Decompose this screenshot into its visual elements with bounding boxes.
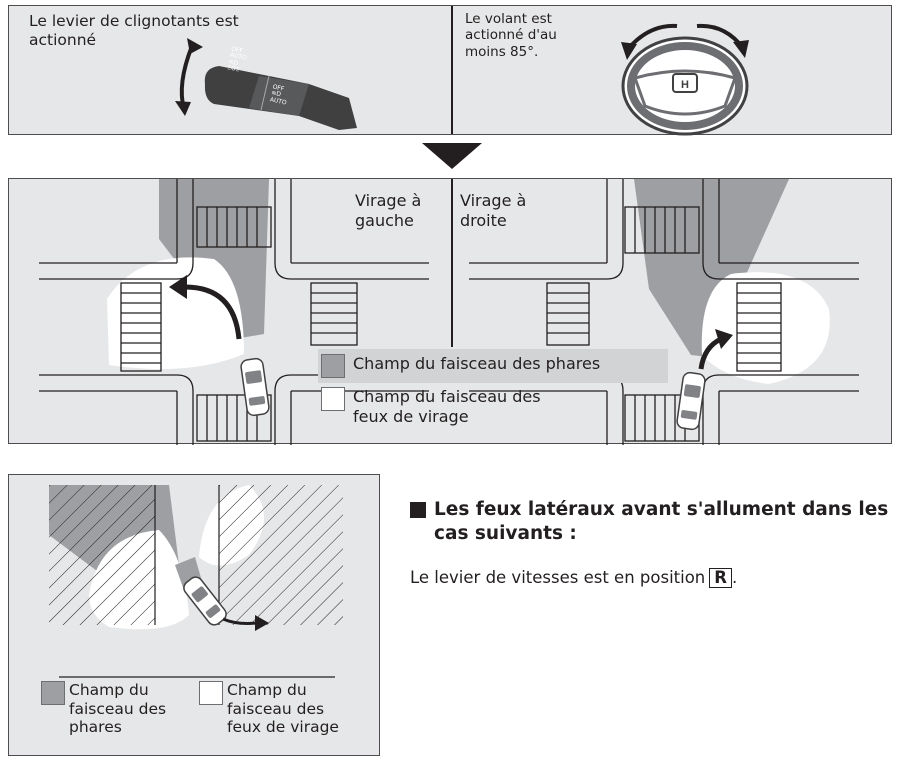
svg-text:H: H — [681, 79, 689, 91]
headlight-swatch — [321, 354, 345, 378]
bottom-legend-cornering-text: Champ du faisceau des feux de virage — [227, 681, 339, 737]
left-turn-arrow — [184, 284, 242, 340]
lever-up-arrow — [179, 45, 194, 110]
bottom-legend-headlight-text: Champ du faisceau des phares — [69, 681, 167, 737]
turn-signal-lever-icon — [204, 66, 357, 130]
heading-square-icon — [410, 502, 426, 519]
left-cornering-field — [107, 257, 244, 370]
bottom-cornering-swatch — [199, 681, 223, 705]
right-cornering-field — [701, 272, 830, 384]
intersection-illustration — [39, 179, 859, 445]
right-turn-label: Virage à droite — [460, 191, 527, 230]
legend-cornering-text: Champ du faisceau des feux de virage — [353, 387, 541, 426]
legend-cornering-field: Champ du faisceau des feux de virage — [321, 387, 541, 426]
reverse-lamp-panel: Champ du faisceau des phares Champ du fa… — [8, 474, 380, 756]
flow-down-arrow-icon — [422, 143, 482, 169]
steering-condition-text: Le volant est actionné d'au moins 85°. — [465, 11, 557, 60]
reverse-key-icon: R — [709, 568, 732, 589]
signal-conditions-illustration: H — [175, 6, 749, 136]
reversing-car-icon — [183, 576, 227, 626]
signal-conditions-panel: H Le levier de clignotants est actionné … — [8, 5, 892, 136]
lever-condition-text: Le levier de clignotants est actionné — [29, 12, 239, 49]
left-turn-label: Virage à gauche — [355, 191, 422, 230]
right-car-icon — [676, 371, 706, 431]
reverse-illustration — [49, 485, 343, 678]
right-headlight-field — [634, 179, 789, 357]
reverse-arrow — [222, 617, 258, 625]
turning-lamp-panel: Virage à gauche Virage à droite Champ du… — [8, 178, 892, 445]
lever-down-arrow — [175, 101, 191, 116]
steering-wheel-icon: H — [621, 23, 749, 136]
bottom-legend-cornering: Champ du faisceau des feux de virage — [199, 681, 339, 737]
bottom-headlight-swatch — [41, 681, 65, 705]
left-car-icon — [240, 357, 270, 417]
legend-headlight-text: Champ du faisceau des phares — [353, 354, 601, 373]
right-turn-arrow — [698, 336, 723, 370]
bottom-legend-headlight: Champ du faisceau des phares — [41, 681, 166, 737]
cornering-swatch — [321, 387, 345, 411]
legend-headlight-field: Champ du faisceau des phares — [321, 354, 600, 378]
section-heading: Les feux latéraux avant s'allument dans … — [410, 498, 888, 546]
